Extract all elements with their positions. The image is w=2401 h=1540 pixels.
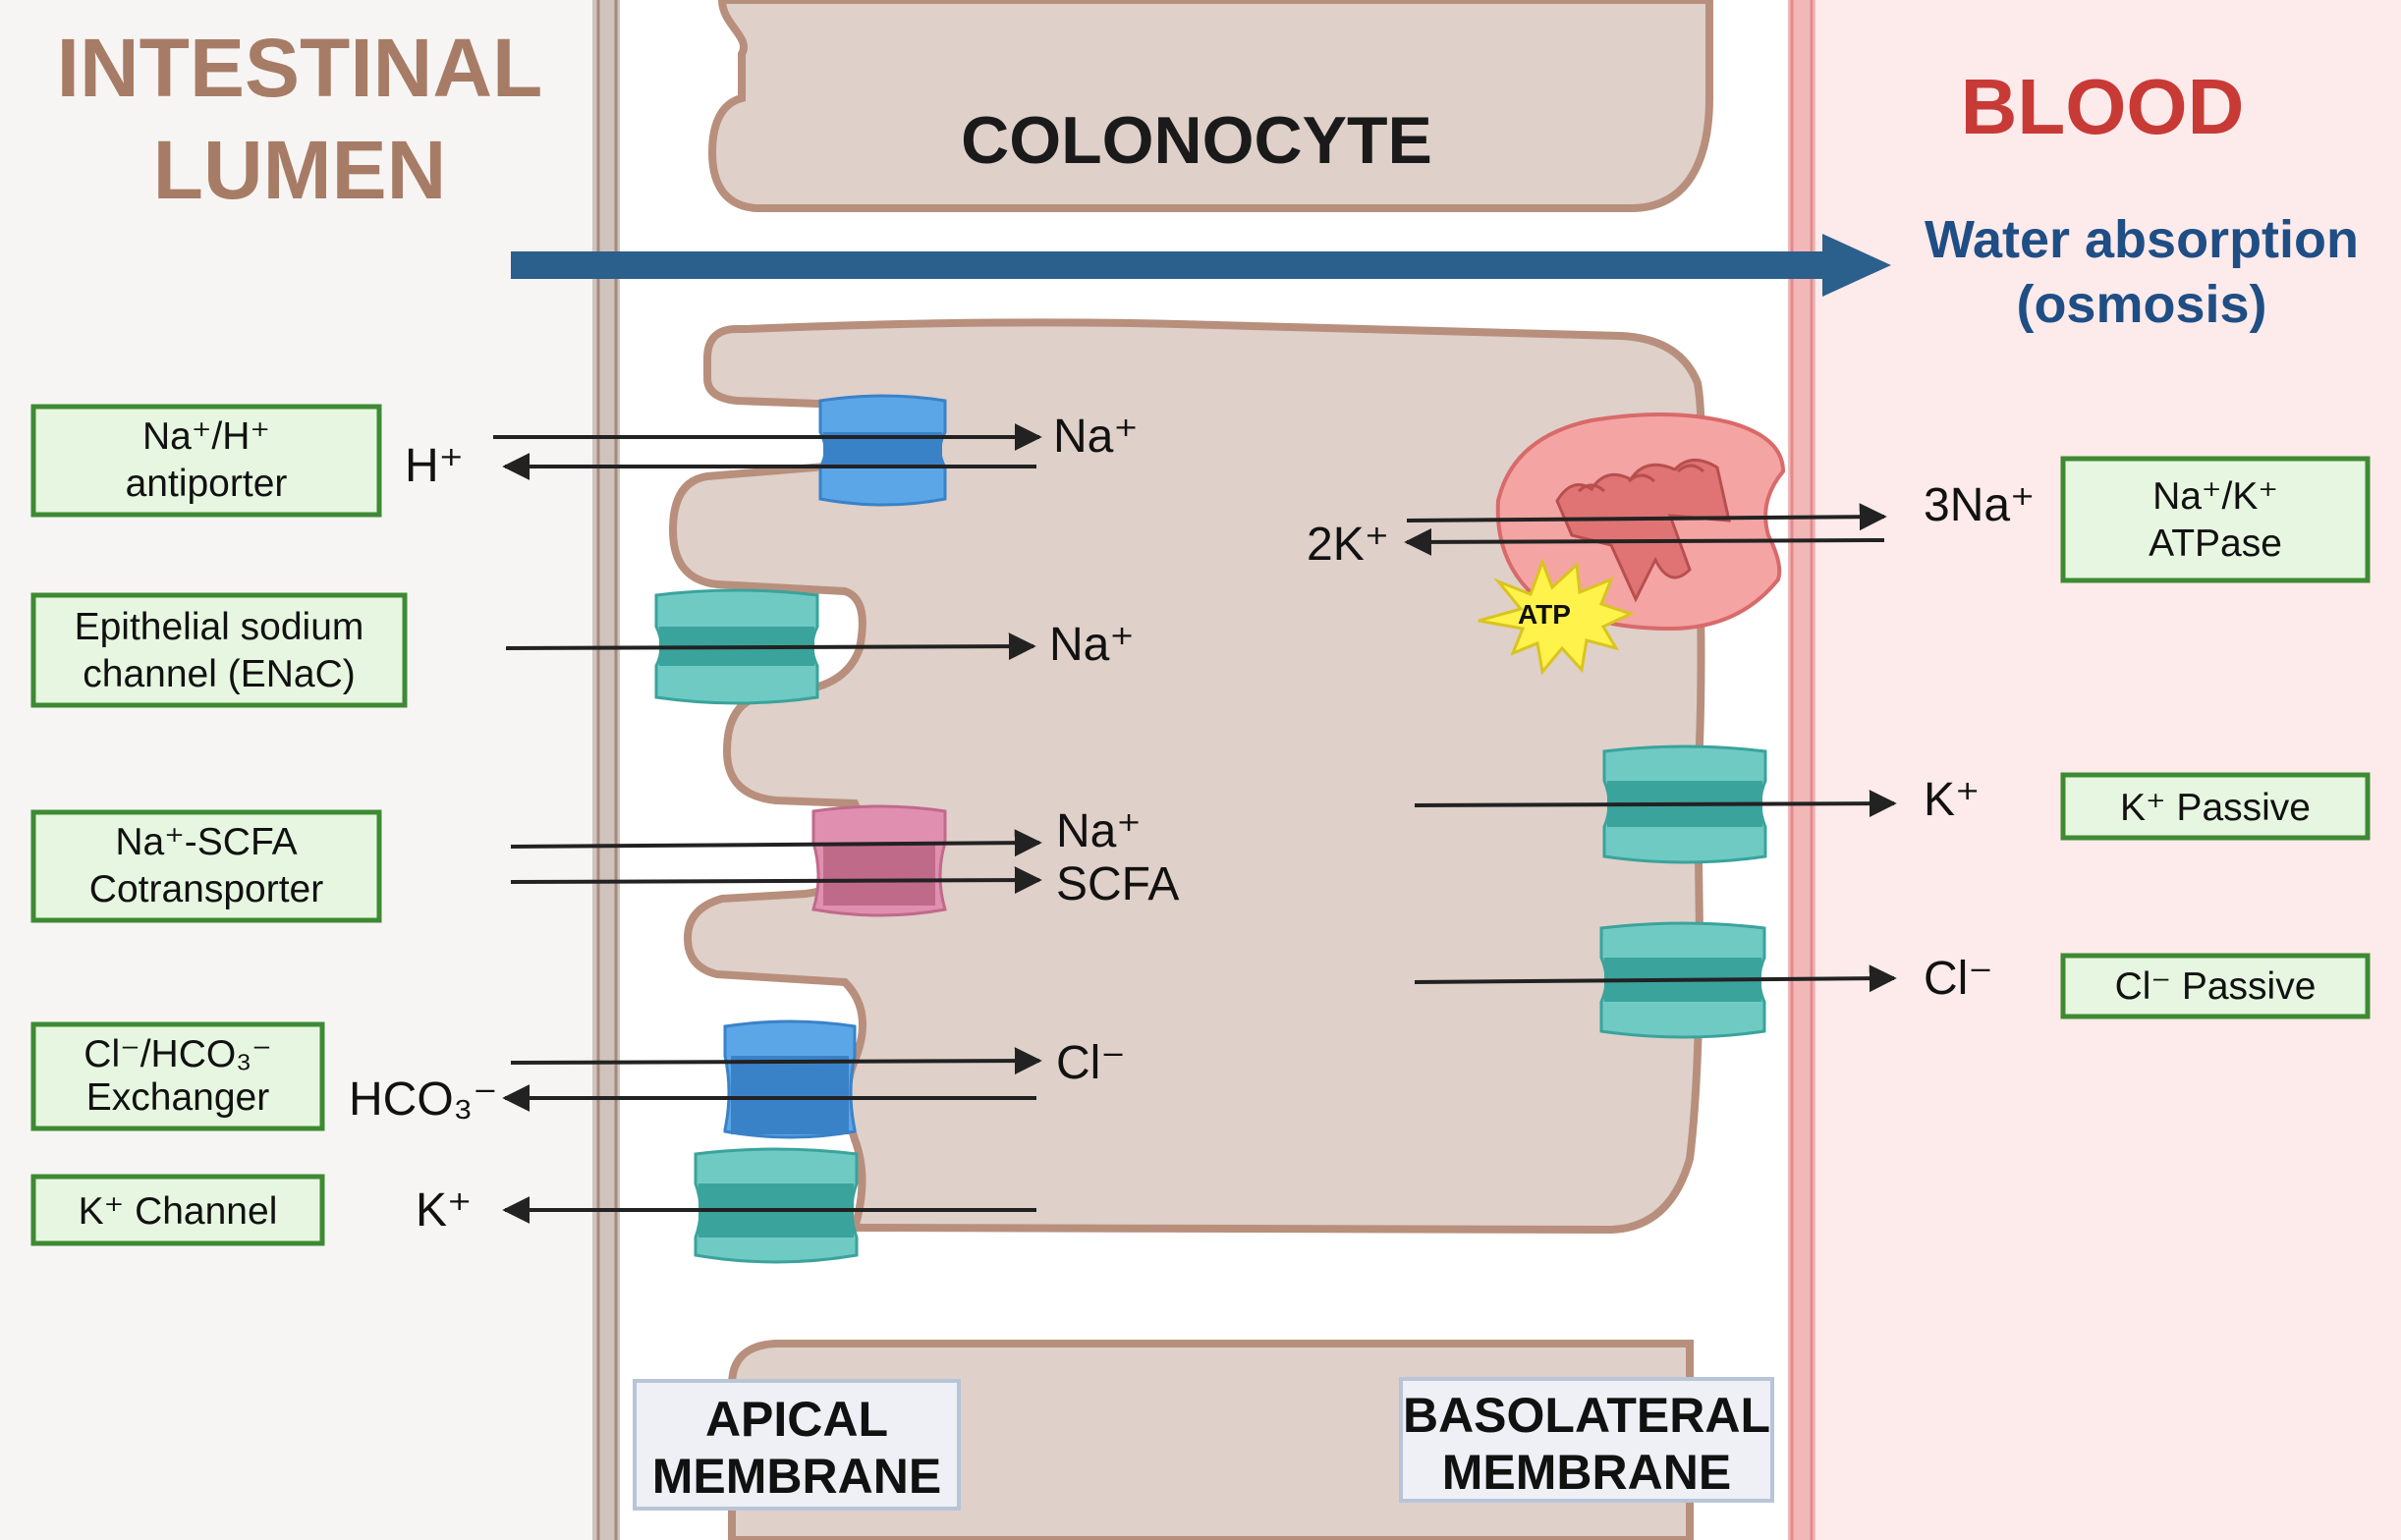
svg-text:Epithelial sodium: Epithelial sodium xyxy=(75,606,364,648)
smct-cotransporter xyxy=(811,804,947,917)
svg-text:Na⁺-SCFA: Na⁺-SCFA xyxy=(115,821,297,863)
label-k-passive: K⁺ Passive xyxy=(2060,772,2371,841)
lumen-region xyxy=(0,0,599,1540)
svg-text:Cl⁻ Passive: Cl⁻ Passive xyxy=(2115,965,2317,1008)
svg-text:BASOLATERAL: BASOLATERAL xyxy=(1403,1388,1770,1443)
svg-text:Exchanger: Exchanger xyxy=(86,1076,269,1119)
atp-burst: ATP xyxy=(1478,557,1636,676)
basolateral-border xyxy=(1788,0,1815,1540)
lumen-title: LUMEN xyxy=(153,124,447,216)
label-enac: Epithelial sodium channel (ENaC) xyxy=(30,592,408,708)
transport-arrows xyxy=(493,423,1897,1224)
ion-label: Cl⁻ xyxy=(1924,953,1993,1005)
svg-text:K⁺ Passive: K⁺ Passive xyxy=(2120,787,2311,829)
water-absorption-label: (osmosis) xyxy=(2016,275,2266,334)
apical-membrane-label: APICAL MEMBRANE xyxy=(633,1379,961,1511)
ion-label: H⁺ xyxy=(405,440,464,492)
ion-label: Na⁺ xyxy=(1053,411,1139,463)
top-cell xyxy=(707,0,1713,212)
svg-text:ATPase: ATPase xyxy=(2149,522,2282,565)
ion-label: K⁺ xyxy=(1924,774,1980,826)
label-nak-atpase: Na⁺/K⁺ ATPase xyxy=(2060,456,2371,583)
apical-border xyxy=(592,0,620,1540)
svg-text:MEMBRANE: MEMBRANE xyxy=(1442,1445,1731,1500)
label-nhe: Na⁺/H⁺ antiporter xyxy=(30,404,382,518)
water-flow-arrow xyxy=(511,234,1891,297)
svg-text:APICAL: APICAL xyxy=(705,1392,888,1447)
blood-region xyxy=(1803,0,2401,1540)
exchanger-transporter xyxy=(723,1019,857,1139)
blood-title: BLOOD xyxy=(1961,63,2245,150)
ion-label: Cl⁻ xyxy=(1056,1037,1126,1089)
ion-label: Na⁺ xyxy=(1049,619,1135,671)
k-channel xyxy=(694,1147,859,1264)
ion-label: HCO₃⁻ xyxy=(349,1073,498,1126)
ion-label: 3Na⁺ xyxy=(1924,479,2035,531)
label-cl-passive: Cl⁻ Passive xyxy=(2060,953,2371,1019)
nhe-transporter xyxy=(818,394,947,507)
label-exchanger: Cl⁻/HCO₃⁻ Exchanger xyxy=(30,1021,325,1131)
svg-text:Na⁺/H⁺: Na⁺/H⁺ xyxy=(142,415,270,458)
lumen-title: INTESTINAL xyxy=(57,22,543,114)
colonocyte-title: COLONOCYTE xyxy=(961,103,1432,178)
svg-text:channel (ENaC): channel (ENaC) xyxy=(83,653,355,695)
svg-text:ATP: ATP xyxy=(1518,599,1571,630)
ion-label: K⁺ xyxy=(416,1184,472,1237)
svg-text:MEMBRANE: MEMBRANE xyxy=(652,1449,941,1504)
ion-label: SCFA xyxy=(1056,858,1179,910)
ion-label: 2K⁺ xyxy=(1307,519,1389,571)
svg-text:Cotransporter: Cotransporter xyxy=(89,868,323,910)
basolateral-membrane-label: BASOLATERAL MEMBRANE xyxy=(1399,1377,1774,1503)
svg-text:Cl⁻/HCO₃⁻: Cl⁻/HCO₃⁻ xyxy=(84,1033,271,1075)
label-k-channel: K⁺ Channel xyxy=(30,1174,325,1246)
water-absorption-label: Water absorption xyxy=(1925,210,2359,269)
svg-text:K⁺ Channel: K⁺ Channel xyxy=(79,1190,278,1233)
svg-text:Na⁺/K⁺: Na⁺/K⁺ xyxy=(2152,475,2278,518)
ion-label: Na⁺ xyxy=(1056,805,1142,857)
svg-text:antiporter: antiporter xyxy=(126,463,288,505)
label-smct: Na⁺-SCFA Cotransporter xyxy=(30,809,382,923)
